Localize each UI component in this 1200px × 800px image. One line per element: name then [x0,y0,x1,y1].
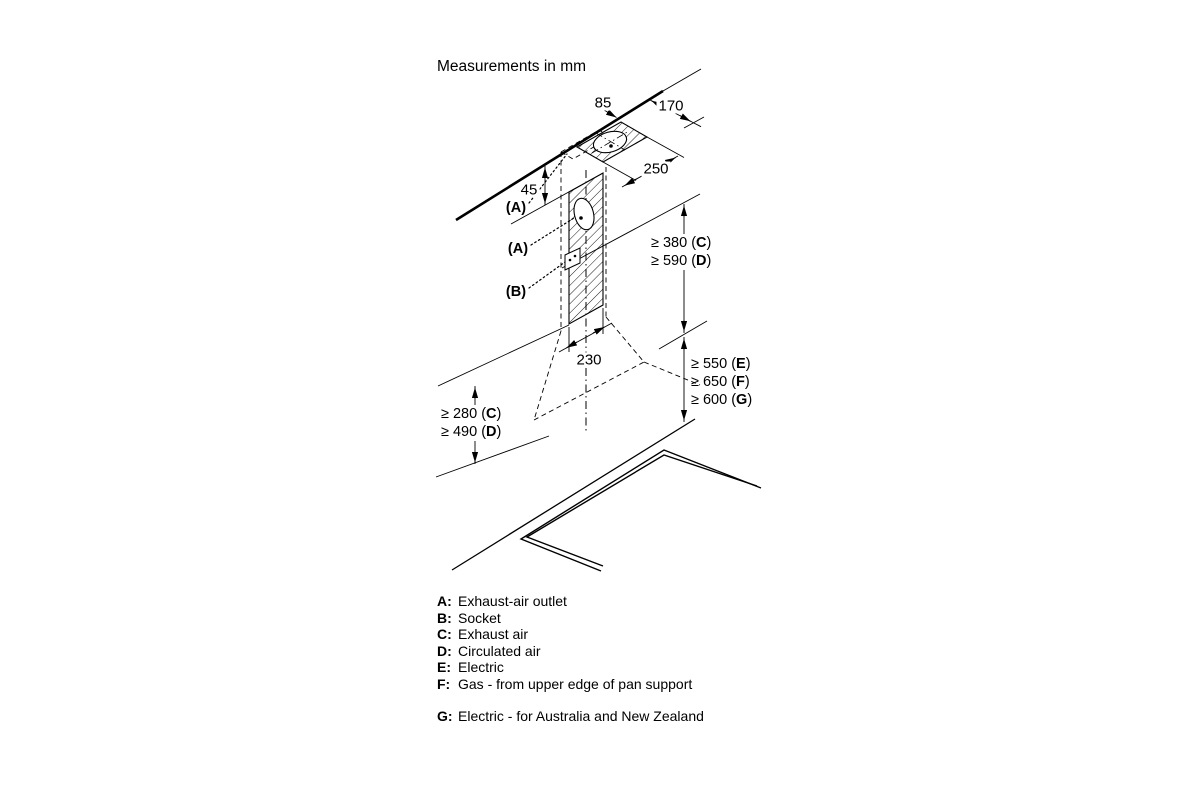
dim-170-arrow-right [679,113,691,122]
socket-pin-dot [568,258,572,262]
legend-item-g: G:Electric - for Australia and New Zeala… [437,708,704,724]
legend-item-e: E:Electric [437,659,504,675]
page-title: Measurements in mm [437,58,587,75]
dim-250-ext-left [602,161,637,181]
hood-bottom-reference-right [658,320,708,350]
dim-280-490-labels: ≥ 280 (C) ≥ 490 (D) [439,405,504,441]
dim-250-arrow-left [624,177,638,186]
leader-a2-dotted [530,217,575,246]
ceiling-line [455,89,664,222]
callout-a1: (A) [505,199,527,216]
dim-45-label: 45 [518,181,540,199]
hob-outline-outer [519,449,762,572]
leader-b-dotted [528,261,566,289]
hole-centerline-v [595,132,626,151]
dim-600-text: ≥ 600 (G) [691,392,753,408]
legend-item-a: A:Exhaust-air outlet [437,593,567,609]
dim-230-arrow-left [566,340,578,349]
ceiling-extension-line [662,68,702,92]
dim-230-label: 230 [574,351,604,369]
duct-projection-dashed [560,129,612,160]
dim-170-extension [683,116,705,129]
outlet-center-dot [579,216,583,220]
worktop-back-line [451,418,696,571]
legend: A:Exhaust-air outlet B:Socket C:Exhaust … [437,593,704,725]
callout-b: (B) [505,283,527,300]
dim-170-label: 170 [656,97,686,115]
legend-item-d: D:Circulated air [437,642,541,659]
exhaust-outlet-ellipse [573,197,595,231]
callout-a2: (A) [507,240,529,257]
legend-item-c: C:Exhaust air [437,626,529,642]
canopy-left-edge-dashed [533,330,562,421]
hole-centerline-u [591,130,630,154]
wall-mounting-strip-hatch [568,172,604,325]
canopy-bottom-front-dashed [533,361,645,421]
dim-550-650-600-labels: ≥ 550 (E) ≥ 650 (F) ≥ 600 (G) [691,355,752,409]
dim-380-590-labels: ≥ 380 (C) ≥ 590 (D) [649,234,714,270]
canopy-bottom-right-dashed [643,361,701,386]
dim-280-text: ≥ 280 (C) [441,406,502,422]
socket-pin-dot [573,254,577,258]
hole-center-dot [609,144,613,148]
dim-230-arrow-right [592,326,605,335]
dim-550-text: ≥ 550 (E) [691,356,751,372]
hood-bottom-reference-left [435,435,550,478]
strip-bottom-reference-line [437,324,570,387]
dim-250-label: 250 [641,160,671,178]
legend-item-b: B:Socket [437,609,501,626]
dim-250-ext-right [646,136,685,158]
canopy-right-edge-dashed [605,316,645,363]
dim-490-text: ≥ 490 (D) [441,424,502,440]
dim-380-text: ≥ 380 (C) [651,235,712,251]
legend-item-f: F:Gas - from upper edge of pan support [437,675,693,692]
hob-outline-inner [525,454,758,567]
dim-85-label: 85 [592,94,614,112]
dim-650-text: ≥ 650 (F) [691,374,750,390]
socket-symbol [564,247,581,271]
dim-85-arrow [603,109,617,118]
dim-590-text: ≥ 590 (D) [651,253,712,269]
